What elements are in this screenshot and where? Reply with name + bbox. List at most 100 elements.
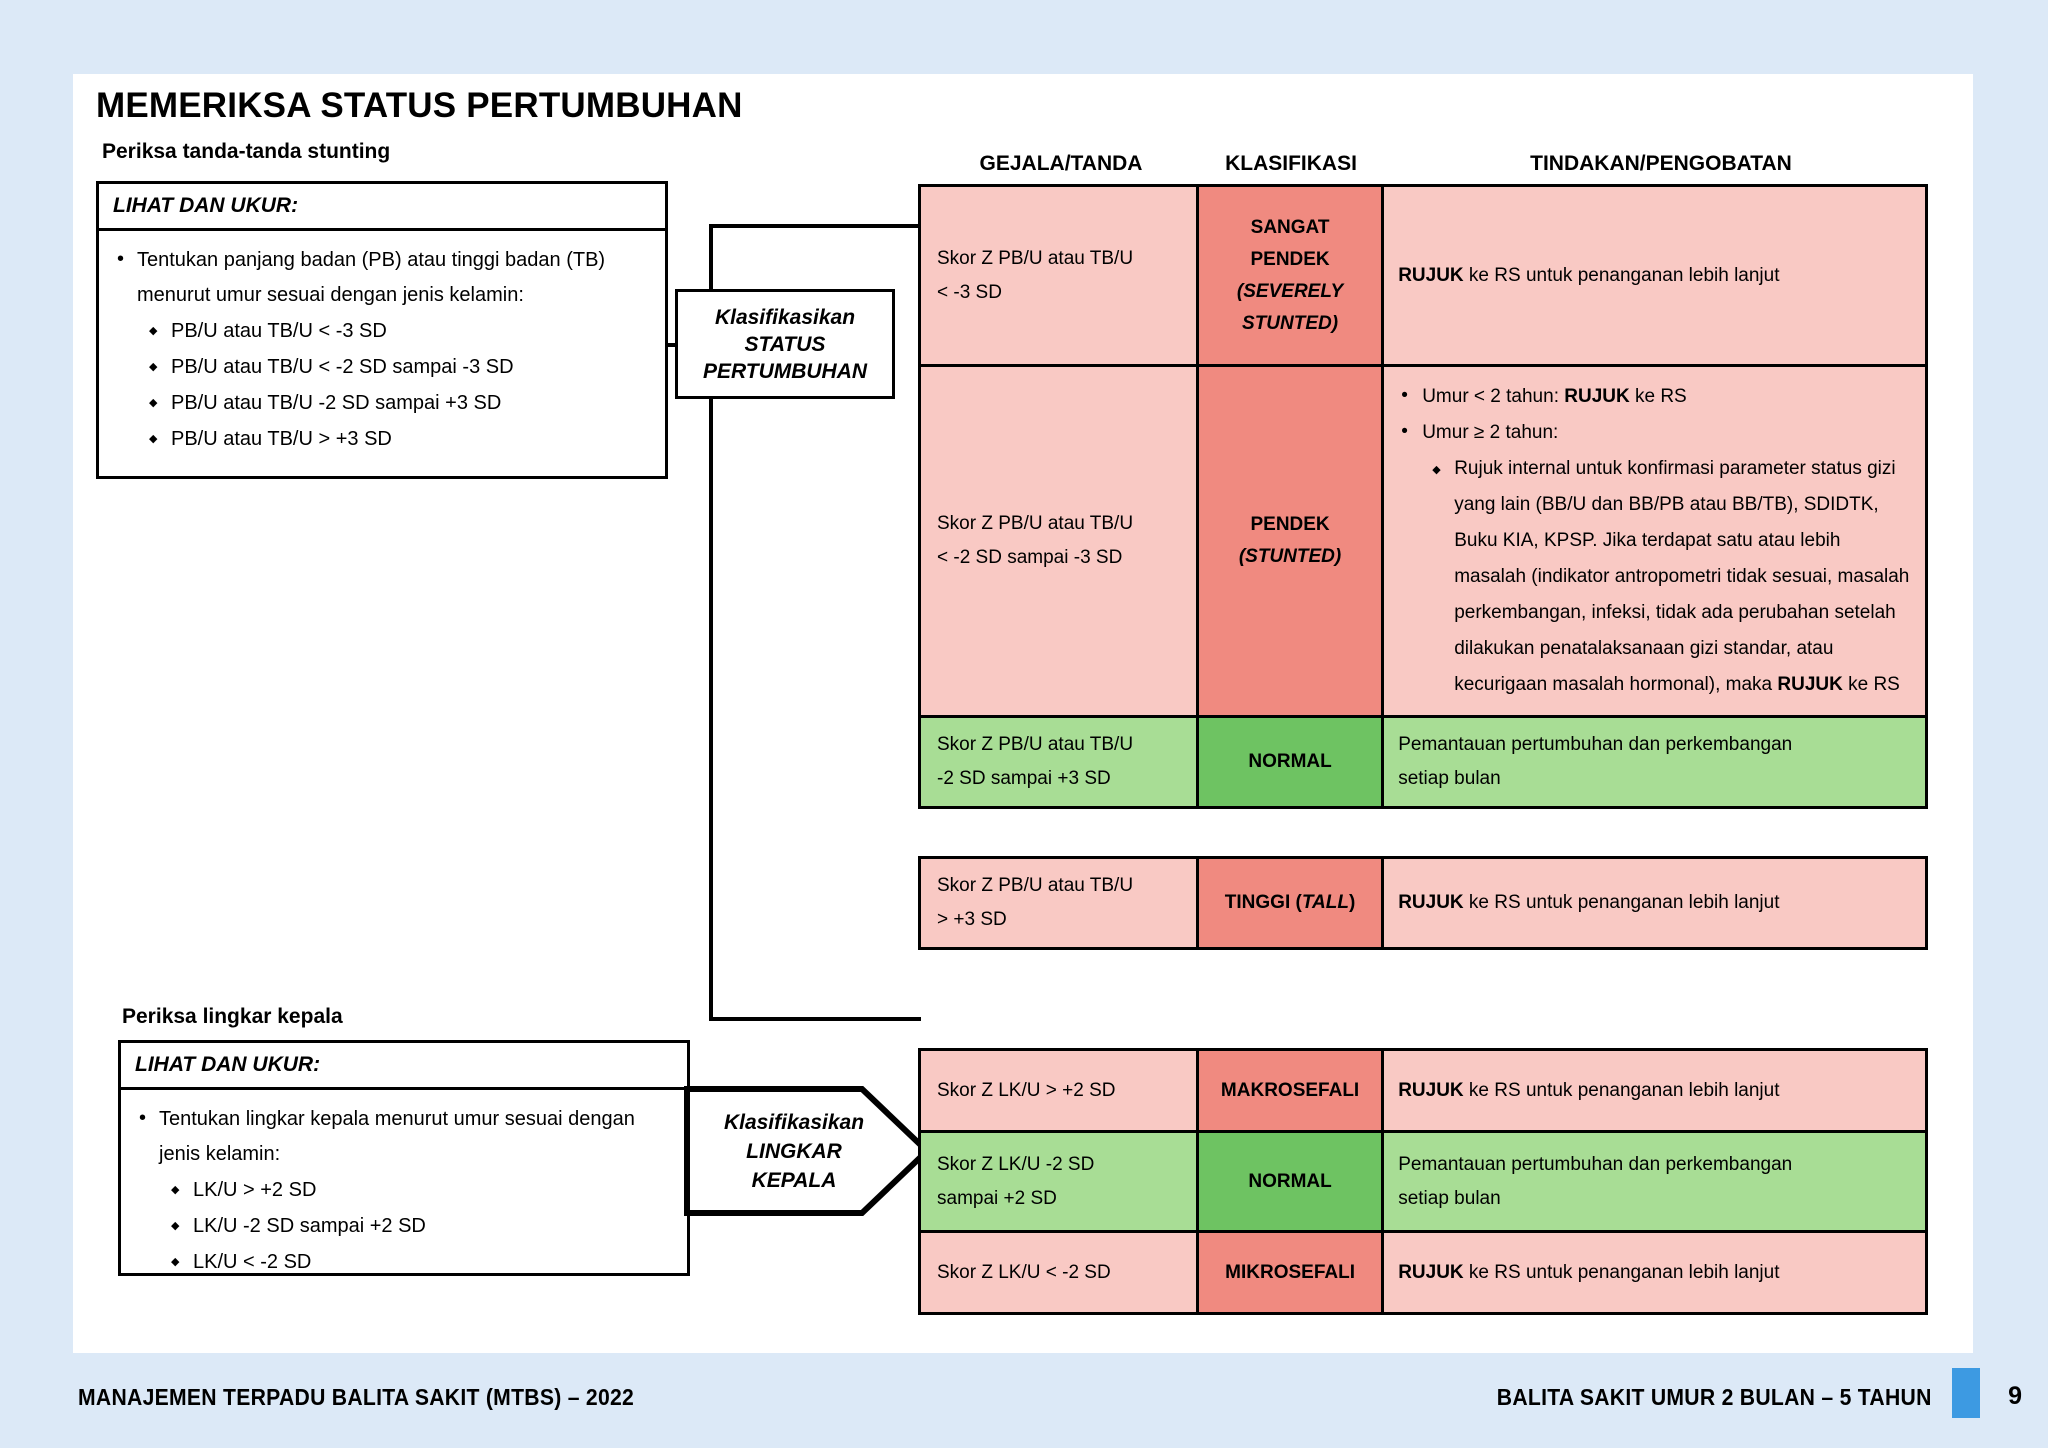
cell-treatment: RUJUK ke RS untuk penanganan lebih lanju…	[1381, 1230, 1928, 1315]
symptom-line1: Skor Z PB/U atau TB/U	[937, 734, 1134, 755]
cell-classification: MIKROSEFALI	[1195, 1230, 1385, 1315]
section-title-stunting: Periksa tanda-tanda stunting	[102, 140, 391, 163]
cell-treatment: RUJUK ke RS untuk penanganan lebih lanju…	[1381, 1048, 1928, 1133]
classification-line2: PENDEK	[1250, 248, 1330, 270]
treatment-rest: ke RS untuk penanganan lebih lanjut	[1463, 892, 1780, 913]
cell-classification: NORMAL	[1195, 715, 1385, 809]
assess-subitem: PB/U atau TB/U -2 SD sampai +3 SD	[113, 385, 651, 421]
treatment-bold: RUJUK	[1398, 892, 1464, 913]
treatment-rest: ke RS untuk penanganan lebih lanjut	[1463, 264, 1780, 286]
treatment-bold: RUJUK	[1398, 1261, 1464, 1283]
treatment-line2: setiap bulan	[1398, 1187, 1501, 1209]
cell-symptom: Skor Z LK/U < -2 SD	[918, 1230, 1199, 1315]
treatment-item1-bold: RUJUK	[1564, 386, 1630, 407]
treatment-item: Umur ≥ 2 tahun:	[1398, 414, 1911, 451]
symptom-line2: -2 SD sampai +3 SD	[937, 768, 1111, 789]
cell-symptom: Skor Z PB/U atau TB/U > +3 SD	[918, 856, 1199, 950]
classify-lingkar-kepala: Klasifikasikan LINGKAR KEPALA	[684, 1086, 932, 1216]
classify-label-line1: Klasifikasikan	[723, 1111, 865, 1134]
symptom-line2: < -3 SD	[937, 281, 1002, 303]
assess-subitem: PB/U atau TB/U > +3 SD	[113, 421, 651, 457]
cell-symptom: Skor Z PB/U atau TB/U < -2 SD sampai -3 …	[918, 364, 1199, 718]
cell-symptom: Skor Z PB/U atau TB/U < -3 SD	[918, 184, 1199, 367]
cell-classification: TINGGI (TALL)	[1195, 856, 1385, 950]
classification-line4: STUNTED)	[1242, 312, 1339, 334]
symptom-line1: Skor Z LK/U > +2 SD	[937, 1079, 1116, 1101]
column-header-classification: KLASIFIKASI	[1225, 152, 1357, 175]
treatment-sub-pre: Rujuk internal untuk konfirmasi paramete…	[1454, 458, 1910, 695]
classify-label-line1: Klasifikasikan	[714, 305, 856, 329]
table-row: Skor Z PB/U atau TB/U < -3 SD SANGAT PEN…	[918, 184, 1928, 367]
table-row: Skor Z LK/U < -2 SD MIKROSEFALI RUJUK ke…	[918, 1230, 1928, 1315]
cell-classification: SANGAT PENDEK (SEVERELY STUNTED)	[1195, 184, 1385, 367]
symptom-line2: > +3 SD	[937, 909, 1007, 930]
classification-italic: TALL	[1301, 892, 1349, 913]
assess-bullet: Tentukan panjang badan (PB) atau tinggi …	[113, 242, 651, 313]
page-title: MEMERIKSA STATUS PERTUMBUHAN	[96, 86, 743, 125]
column-header-symptoms: GEJALA/TANDA	[979, 152, 1143, 175]
cell-symptom: Skor Z LK/U -2 SD sampai +2 SD	[918, 1130, 1199, 1233]
treatment-line1: Pemantauan pertumbuhan dan perkembangan	[1398, 734, 1793, 755]
classification-line2: (STUNTED)	[1238, 546, 1342, 567]
classification-line3: (SEVERELY	[1236, 280, 1344, 302]
stunting-classification-table: Skor Z PB/U atau TB/U < -3 SD SANGAT PEN…	[918, 184, 1928, 809]
assess-subitem: LK/U > +2 SD	[135, 1172, 673, 1208]
classification-post: )	[1349, 892, 1356, 913]
assess-subitem: LK/U < -2 SD	[135, 1244, 673, 1280]
cell-treatment: Pemantauan pertumbuhan dan perkembangan …	[1381, 715, 1928, 809]
connector-branch-top	[709, 224, 921, 228]
treatment-item: Umur < 2 tahun: RUJUK ke RS	[1398, 378, 1911, 415]
classify-status-pertumbuhan: Klasifikasikan STATUS PERTUMBUHAN	[675, 289, 895, 399]
classify-label-line3: KEPALA	[751, 1169, 837, 1192]
page-number: 9	[2008, 1382, 2022, 1410]
assess-box-header: LIHAT DAN UKUR:	[99, 184, 665, 231]
table-row: Skor Z PB/U atau TB/U -2 SD sampai +3 SD…	[918, 715, 1928, 809]
table-row: Skor Z LK/U > +2 SD MAKROSEFALI RUJUK ke…	[918, 1048, 1928, 1133]
footer-left-text: MANAJEMEN TERPADU BALITA SAKIT (MTBS) – …	[78, 1384, 635, 1410]
symptom-line2: sampai +2 SD	[937, 1187, 1057, 1209]
classify-label-line2: STATUS	[744, 332, 826, 356]
connector-branch-bottom	[709, 1017, 921, 1021]
treatment-line2: setiap bulan	[1398, 768, 1501, 789]
cell-treatment: RUJUK ke RS untuk penanganan lebih lanju…	[1381, 184, 1928, 367]
table-row: Skor Z LK/U -2 SD sampai +2 SD NORMAL Pe…	[918, 1130, 1928, 1233]
assess-subitem: PB/U atau TB/U < -3 SD	[113, 313, 651, 349]
table-row: Skor Z PB/U atau TB/U > +3 SD TINGGI (TA…	[918, 856, 1928, 950]
table-row: Skor Z PB/U atau TB/U < -2 SD sampai -3 …	[918, 364, 1928, 718]
cell-symptom: Skor Z LK/U > +2 SD	[918, 1048, 1199, 1133]
treatment-rest: ke RS untuk penanganan lebih lanjut	[1463, 1261, 1780, 1283]
cell-classification: PENDEK (STUNTED)	[1195, 364, 1385, 718]
assess-subitem: PB/U atau TB/U < -2 SD sampai -3 SD	[113, 349, 651, 385]
assess-box-header: LIHAT DAN UKUR:	[121, 1043, 687, 1090]
classify-label-line2: LINGKAR	[746, 1140, 842, 1163]
assess-box-head-circumference: LIHAT DAN UKUR: Tentukan lingkar kepala …	[118, 1040, 690, 1280]
treatment-item1-post: ke RS	[1629, 386, 1687, 407]
tall-classification-table: Skor Z PB/U atau TB/U > +3 SD TINGGI (TA…	[918, 856, 1928, 950]
treatment-bold: RUJUK	[1398, 264, 1464, 286]
treatment-sub-bold: RUJUK	[1777, 674, 1843, 695]
classification-line1: PENDEK	[1250, 514, 1330, 535]
footer-right-text: BALITA SAKIT UMUR 2 BULAN – 5 TAHUN	[1497, 1384, 1932, 1410]
assess-subitem: LK/U -2 SD sampai +2 SD	[135, 1208, 673, 1244]
treatment-line1: Pemantauan pertumbuhan dan perkembangan	[1398, 1153, 1793, 1175]
symptom-line1: Skor Z PB/U atau TB/U	[937, 247, 1134, 269]
assess-box-stunting: LIHAT DAN UKUR: Tentukan panjang badan (…	[96, 181, 668, 479]
symptom-line1: Skor Z LK/U < -2 SD	[937, 1261, 1111, 1283]
symptom-line1: Skor Z PB/U atau TB/U	[937, 875, 1134, 896]
section-title-head-circumference: Periksa lingkar kepala	[122, 1005, 343, 1028]
cell-classification: NORMAL	[1195, 1130, 1385, 1233]
treatment-subitem: Rujuk internal untuk konfirmasi paramete…	[1398, 451, 1911, 703]
cell-classification: MAKROSEFALI	[1195, 1048, 1385, 1133]
assess-bullet: Tentukan lingkar kepala menurut umur ses…	[135, 1101, 673, 1172]
assess-box-body: Tentukan lingkar kepala menurut umur ses…	[121, 1090, 687, 1290]
column-header-treatment: TINDAKAN/PENGOBATAN	[1530, 152, 1792, 175]
classification-pre: TINGGI (	[1224, 892, 1302, 913]
arrow-shape-icon	[684, 1086, 932, 1216]
treatment-item1-pre: Umur < 2 tahun:	[1422, 386, 1565, 407]
cell-symptom: Skor Z PB/U atau TB/U -2 SD sampai +3 SD	[918, 715, 1199, 809]
classify-arrow-label: Klasifikasikan LINGKAR KEPALA	[694, 1108, 894, 1195]
treatment-bold: RUJUK	[1398, 1079, 1464, 1101]
treatment-rest: ke RS untuk penanganan lebih lanjut	[1463, 1079, 1780, 1101]
treatment-sub-post: ke RS	[1842, 674, 1900, 695]
